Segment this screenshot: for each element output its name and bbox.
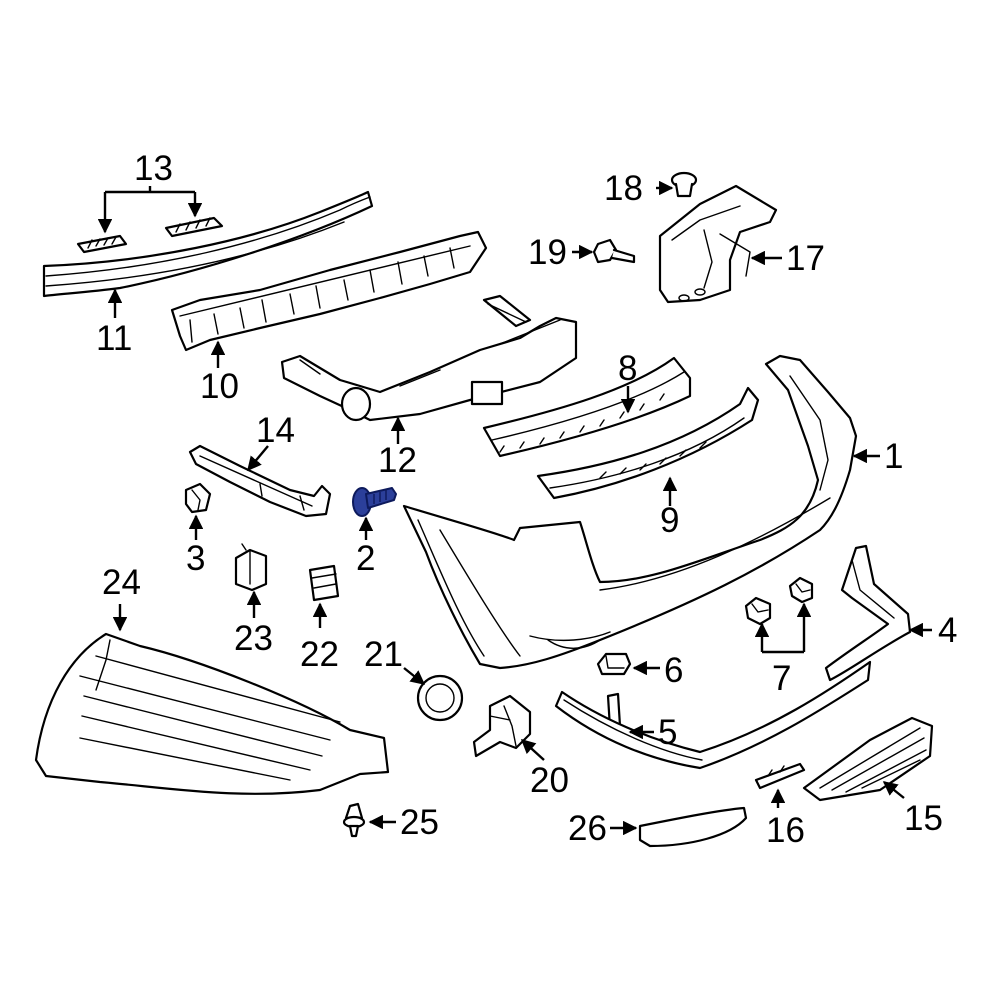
part-7-retainers[interactable] (744, 576, 814, 626)
part-20-sensor[interactable] (472, 694, 532, 758)
callout-leaders (97, 180, 932, 836)
part-3-clip[interactable] (184, 482, 212, 514)
part-15-grille[interactable] (802, 716, 934, 802)
callout-15[interactable]: 15 (904, 799, 943, 838)
part-14-side-bracket[interactable] (188, 444, 332, 518)
part-22-module[interactable] (308, 564, 340, 602)
part-16-clip[interactable] (754, 762, 806, 790)
callout-11[interactable]: 11 (96, 319, 132, 358)
part-4-valance-bracket[interactable] (824, 544, 912, 682)
part-2-screw[interactable] (352, 487, 397, 517)
callout-20[interactable]: 20 (530, 761, 569, 800)
callout-19[interactable]: 19 (528, 233, 567, 272)
part-9-lower-bracket[interactable] (536, 386, 760, 500)
callout-5[interactable]: 5 (658, 713, 677, 752)
callout-21[interactable]: 21 (364, 635, 403, 674)
part-4-lower-trim[interactable] (554, 660, 872, 770)
callout-24[interactable]: 24 (102, 563, 141, 602)
part-13-pads[interactable] (76, 216, 224, 254)
callout-labels: 13 11 10 12 18 19 17 8 9 1 14 3 2 23 22 … (96, 149, 957, 850)
part-25-push-pin[interactable] (342, 802, 366, 838)
callout-10[interactable]: 10 (200, 367, 239, 406)
callout-8[interactable]: 8 (618, 349, 637, 388)
callout-26[interactable]: 26 (568, 809, 607, 848)
callout-1[interactable]: 1 (884, 437, 903, 476)
callout-16[interactable]: 16 (766, 811, 805, 850)
callout-2[interactable]: 2 (356, 539, 375, 578)
callout-4[interactable]: 4 (938, 611, 957, 650)
callout-6[interactable]: 6 (664, 651, 683, 690)
part-24-splash-shield[interactable] (34, 632, 390, 795)
part-8-upper-bracket[interactable] (482, 356, 692, 458)
part-18-bolt[interactable] (670, 171, 698, 198)
part-6-clip[interactable] (596, 652, 632, 676)
part-10-absorber[interactable] (170, 230, 488, 352)
part-12-hitch-bar[interactable] (280, 294, 578, 422)
callout-14[interactable]: 14 (256, 411, 295, 450)
part-17-bracket[interactable] (658, 184, 778, 304)
callout-25[interactable]: 25 (400, 803, 439, 842)
part-19-bolt[interactable] (592, 238, 636, 264)
part-1-bumper-cover[interactable] (402, 354, 858, 670)
callout-12[interactable]: 12 (378, 441, 417, 480)
part-21-grommet[interactable] (416, 674, 464, 722)
callout-13[interactable]: 13 (134, 149, 173, 188)
callout-9[interactable]: 9 (660, 501, 679, 540)
callout-17[interactable]: 17 (786, 239, 825, 278)
part-23-module[interactable] (234, 543, 268, 592)
callout-18[interactable]: 18 (604, 169, 643, 208)
callout-23[interactable]: 23 (234, 619, 273, 658)
part-26-reflector[interactable] (638, 806, 748, 848)
callout-22[interactable]: 22 (300, 635, 339, 674)
callout-7[interactable]: 7 (772, 659, 791, 698)
callout-3[interactable]: 3 (186, 539, 205, 578)
